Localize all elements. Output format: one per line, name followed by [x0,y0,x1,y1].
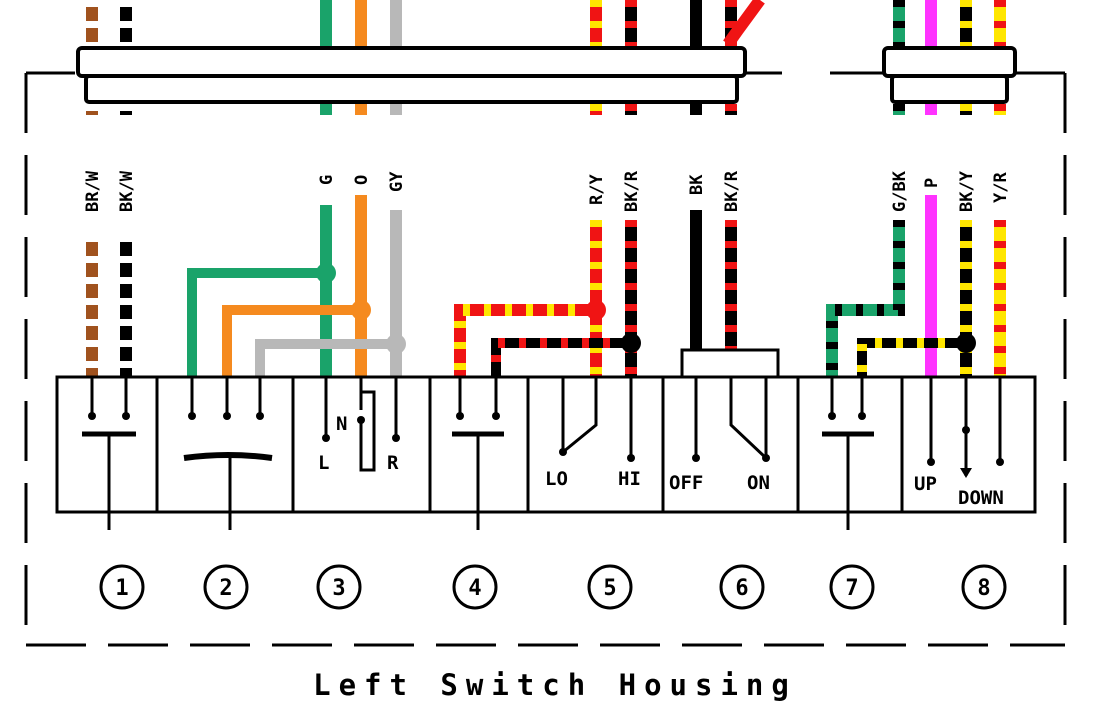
switch5-hi-label: HI [618,468,641,490]
wire-label: BR/W [83,170,103,212]
switch3-r-label: R [387,452,399,474]
switch-number-8: 8 [961,564,1007,610]
switch8-up-label: UP [914,473,937,495]
harness-clamp-right [882,46,1017,104]
junction-dot [386,334,406,354]
svg-text:3: 3 [332,576,345,601]
svg-text:6: 6 [735,576,748,601]
switch6-off-label: OFF [669,472,703,494]
junction-dot [586,300,606,320]
svg-text:8: 8 [977,576,990,601]
svg-text:2: 2 [219,576,232,601]
harness-clamps [76,46,1017,104]
switch3-l-label: L [318,452,329,474]
junction-dot [351,300,371,320]
wire-label: G [317,175,337,185]
wire-label: BK/Y [957,170,977,212]
svg-text:7: 7 [845,576,858,601]
wires [86,0,1006,377]
switch-numbers: 1 2 3 4 5 6 7 8 [99,564,1007,610]
wire-label: BK/R [722,170,742,212]
switch6-on-label: ON [747,472,770,494]
wire-label: BK [687,174,707,195]
wire-red-diag [723,0,765,48]
wire-r-y-branch [454,304,596,377]
wire-label: P [922,178,942,188]
wire-bk-r-5-branch [491,338,631,377]
switch-number-7: 7 [829,564,875,610]
svg-text:4: 4 [468,576,481,601]
wire-label: GY [387,171,407,192]
diagram-title: Left Switch Housing [313,668,797,702]
wire-label: O [352,175,372,185]
wire-gy-branch [255,339,396,377]
wire-label: BK/R [622,170,642,212]
junction-dot [956,333,976,353]
wire-g-bk [826,220,905,377]
junction-dot [316,263,336,283]
switch-number-4: 4 [452,564,498,610]
switch-number-1: 1 [99,564,145,610]
switch-number-3: 3 [316,564,362,610]
wire-label: Y/R [991,172,1011,203]
switch5-lo-label: LO [545,468,568,490]
wire-label: R/Y [587,174,607,205]
wire-bk-y-branch [857,338,966,377]
switch-number-5: 5 [587,564,633,610]
svg-text:1: 1 [115,576,128,601]
switch3-n-label: N [336,413,347,435]
switch8-down-label: DOWN [958,487,1004,509]
junction-dot [621,333,641,353]
switch-number-6: 6 [719,564,765,610]
wire-label: BK/W [117,170,137,212]
wire-o-branch [222,305,361,377]
switch-block [55,348,1037,530]
svg-text:5: 5 [603,576,616,601]
wire-label: G/BK [890,170,910,212]
housing-outline [24,71,1067,647]
switch-number-2: 2 [203,564,249,610]
harness-clamp-left [76,46,747,104]
wire-g-branch [187,268,326,377]
